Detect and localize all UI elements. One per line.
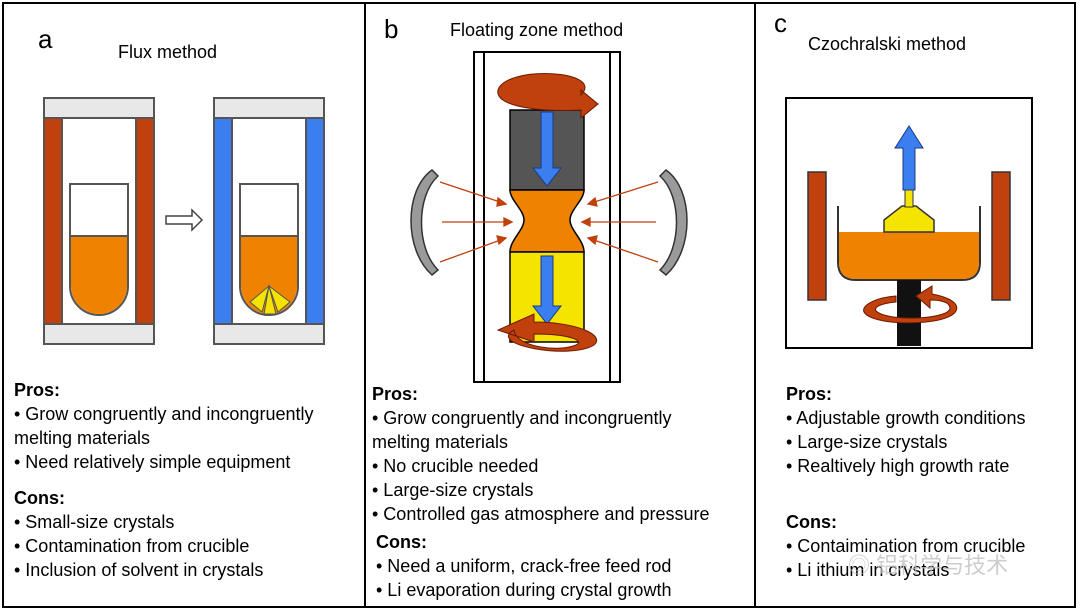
flux-melt-left: [71, 236, 127, 314]
fz-cons-header: Cons:: [376, 532, 427, 552]
cz-pros-item: • Large-size crystals: [786, 432, 948, 452]
cz-pros-item: • Realtively high growth rate: [786, 456, 1010, 476]
flux-heater-left-a: [43, 117, 63, 325]
flux-bottom-cap-left: [43, 323, 155, 345]
flux-cons-header: Cons:: [14, 488, 65, 508]
flux-cons-item: • Contamination from crucible: [14, 536, 250, 556]
flux-pros-item: melting materials: [14, 428, 151, 448]
fz-down-arrow-top: [531, 111, 563, 187]
fz-down-arrow-bottom: [531, 255, 563, 325]
panel-title-a: Flux method: [118, 42, 218, 62]
panel-letter-b: b: [384, 14, 399, 44]
fz-pros-item: • Large-size crystals: [372, 480, 534, 500]
czochralski-diagram: [785, 97, 1033, 349]
panel-title-c: Czochralski method: [808, 34, 967, 54]
fz-pros-item: • Grow congruently and incongruently: [372, 408, 672, 428]
panel-divider-2: [754, 2, 756, 608]
panel-letter-c: c: [774, 8, 787, 38]
flux-heater-left-b: [135, 117, 155, 325]
cz-shaft: [897, 280, 921, 346]
cz-seed: [904, 189, 914, 208]
cz-cons-item: • Li ithium in crystals: [786, 560, 950, 580]
cz-pros-item: • Adjustable growth conditions: [786, 408, 1026, 428]
cz-cons-header: Cons:: [786, 512, 837, 532]
flux-cons-item: • Inclusion of solvent in crystals: [14, 560, 264, 580]
fz-pros-item: • No crucible needed: [372, 456, 539, 476]
cz-pros-header: Pros:: [786, 384, 833, 404]
panel-divider-1: [364, 2, 366, 608]
fz-light-rays-right: [580, 181, 659, 263]
fz-rotation-arrow-top: [497, 73, 599, 120]
fz-pros-item: melting materials: [372, 432, 509, 452]
cz-melt: [839, 232, 979, 279]
cz-cons-item: • Contaimination from crucible: [786, 536, 1026, 556]
watermark: ◎ 铝科学与技术: [848, 548, 1008, 580]
flux-transition-arrow: [165, 208, 204, 232]
flux-top-cap-left: [43, 97, 155, 119]
cz-heater-right: [991, 171, 1011, 301]
flux-top-cap-right: [213, 97, 325, 119]
flux-cooler-right-a: [213, 117, 233, 325]
fz-cons-item: • Li evaporation during crystal growth: [376, 580, 672, 600]
cz-crystal: [883, 205, 935, 233]
cz-heater-left: [807, 171, 827, 301]
flux-crystal-2: [263, 285, 277, 315]
flux-cons-item: • Small-size crystals: [14, 512, 175, 532]
cz-pull-arrow: [894, 125, 924, 191]
watermark-text: 铝科学与技术: [876, 553, 1009, 578]
floating-zone-diagram: [410, 51, 688, 383]
flux-pros-item: • Grow congruently and incongruently: [14, 404, 314, 424]
flux-pros-item: • Need relatively simple equipment: [14, 452, 291, 472]
fz-pros-header: Pros:: [372, 384, 419, 404]
panel-title-b: Floating zone method: [450, 20, 624, 40]
fz-mirror-right: [658, 169, 688, 276]
watermark-icon: ◎: [848, 553, 871, 578]
fz-light-rays-left: [439, 181, 514, 263]
fz-rotation-arrow-bottom: [496, 313, 597, 352]
flux-melt-right: [241, 236, 297, 314]
fz-cons-item: • Need a uniform, crack-free feed rod: [376, 556, 672, 576]
flux-crystal-1: [249, 284, 270, 313]
flux-method-diagram: [43, 97, 325, 345]
flux-crystal-3: [267, 284, 291, 313]
panel-letter-a: a: [38, 24, 53, 54]
flux-bottom-cap-right: [213, 323, 325, 345]
flux-pros-header: Pros:: [14, 380, 61, 400]
cz-rotation-arrow: [863, 285, 958, 324]
flux-cooler-right-b: [305, 117, 325, 325]
fz-pros-item: • Controlled gas atmosphere and pressure: [372, 504, 710, 524]
fz-mirror-left: [410, 169, 440, 276]
